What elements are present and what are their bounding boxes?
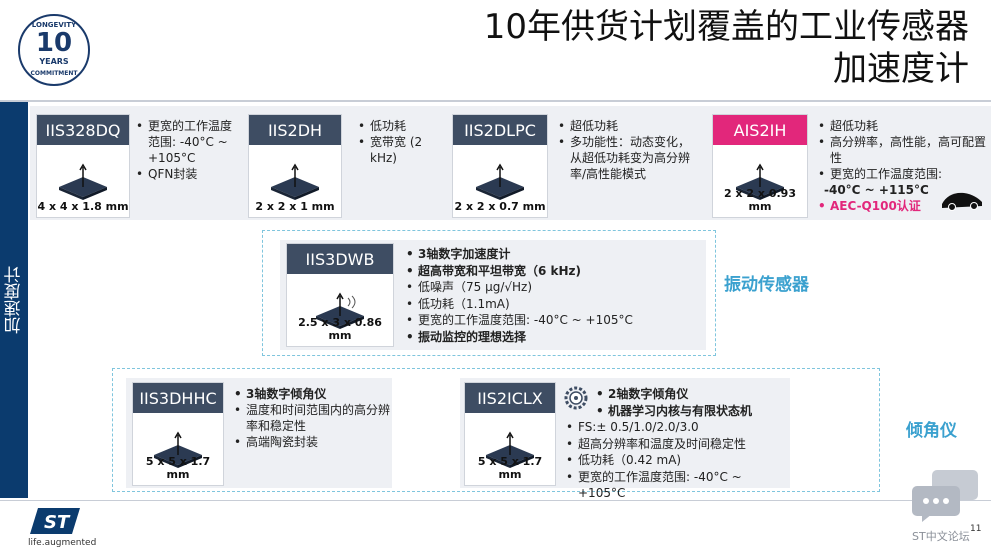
chip-icon [476,163,524,200]
feature-list-iis2dlpc: 超低功耗 多功能性：动态变化，从超低功耗变为高分辨率/高性能模式 [558,118,690,182]
sensor-card-iis2dh: IIS2DH 2 x 2 x 1 mm [248,114,342,218]
feature-item: 低功耗（0.42 mA) [566,452,790,469]
feature-item: 振动监控的理想选择 [406,329,702,346]
feature-item: 更宽的工作温度范围: -40°C ~ +105°C [136,118,240,166]
sensor-name: IIS2DH [249,115,341,145]
feature-item: 温度和时间范围内的高分辨率和稳定性 [234,402,390,434]
feature-item: FS:± 0.5/1.0/2.0/3.0 [566,419,790,436]
feature-item: 低功耗 [358,118,438,134]
inclinometer-section [112,368,880,492]
sensor-name: IIS2ICLX [465,383,555,413]
sensor-dimensions: 2 x 2 x 1 mm [255,200,335,213]
svg-text:ST: ST [44,512,71,533]
chat-bubble-icon [912,470,978,522]
feature-item: 宽带宽 (2 kHz) [358,134,438,166]
feature-item: 超高分辨率和温度及时间稳定性 [566,436,790,453]
forum-watermark: ST中文论坛 [912,530,970,543]
chip-icon [736,163,784,200]
feature-item: 低噪声（75 µg/√Hz) [406,279,702,296]
sensor-card-iis328dq: IIS328DQ 4 x 4 x 1.8 mm [36,114,130,218]
sensor-name: IIS2DLPC [453,115,547,145]
sensor-name: IIS3DHHC [133,383,223,413]
sensor-name: IIS328DQ [37,115,129,145]
sensor-name: AIS2IH [713,115,807,145]
logo-top-text: LONGEVITY [31,21,77,29]
feature-item: -40°C ~ +115°C [824,183,929,197]
title-line-1: 10年供货计划覆盖的工业传感器 [483,7,969,47]
feature-item: 机器学习内核与有限状态机 [596,403,790,420]
side-band [0,102,28,498]
feature-item: 超低功耗 [558,118,690,134]
sensor-dimensions: 5 x 5 x 1.7 mm [145,455,211,481]
sensor-card-ais2ih: AIS2IH 2 x 2 x 0.93 mm [712,114,808,218]
page-title: 10年供货计划覆盖的工业传感器 加速度计 [484,6,969,90]
feature-list-iis3dwb: 3轴数字加速度计 超高带宽和平坦带宽（6 kHz) 低噪声（75 µg/√Hz)… [406,246,702,345]
logo-mid-text: YEARS [39,57,69,66]
logo-bottom-text: COMMITMENT [30,70,78,77]
feature-item: 3轴数字加速度计 [406,246,702,263]
feature-list-iis2iclx: 2轴数字倾角仪 机器学习内核与有限状态机 FS:± 0.5/1.0/2.0/3.… [566,386,790,502]
st-logo: ST [30,508,80,534]
feature-item: AEC-Q100认证 [818,198,988,214]
chip-icon [271,163,319,200]
feature-list-iis328dq: 更宽的工作温度范围: -40°C ~ +105°C QFN封装 [136,118,240,182]
footer-divider [0,500,991,501]
sensor-dimensions: 2 x 2 x 0.7 mm [454,200,546,213]
feature-item: 多功能性：动态变化，从超低功耗变为高分辨率/高性能模式 [558,134,690,182]
feature-item: 高分辨率，高性能，高可配置性 [818,134,988,166]
sensor-dimensions: 4 x 4 x 1.8 mm [37,200,129,213]
chip-icon [154,431,202,468]
sensor-card-iis2dlpc: IIS2DLPC 2 x 2 x 0.7 mm [452,114,548,218]
feature-item: 低功耗（1.1mA) [406,296,702,313]
chip-icon [316,292,364,329]
feature-item: 超高带宽和平坦带宽（6 kHz) [406,263,702,280]
sensor-name: IIS3DWB [287,244,393,274]
feature-item: 高端陶瓷封装 [234,434,390,450]
feature-item: 超低功耗 [818,118,988,134]
longevity-logo: LONGEVITY 10 YEARS COMMITMENT [18,14,90,86]
inclinometer-label: 倾角仪 [906,421,957,441]
title-line-2: 加速度计 [833,49,969,89]
vibration-section [262,230,716,356]
footer-tagline: life.augmented [28,538,97,548]
header-divider [0,100,991,102]
feature-list-iis3dhhc: 3轴数字倾角仪 温度和时间范围内的高分辨率和稳定性 高端陶瓷封装 [234,386,390,450]
side-label: 加速度计 [4,266,25,334]
logo-number: 10 [35,28,73,58]
feature-list-iis2dh: 低功耗 宽带宽 (2 kHz) [358,118,438,166]
sensor-dimensions: 5 x 5 x 1.7 mm [477,455,543,481]
sensor-dimensions: 2.5 x 3 x 0.86 mm [298,316,382,342]
feature-list-ais2ih: 超低功耗 高分辨率，高性能，高可配置性 更宽的工作温度范围: -40°C ~ +… [818,118,988,214]
feature-item: 更宽的工作温度范围: -40°C ~ +105°C [406,312,702,329]
chip-icon [486,431,534,468]
sensor-card-iis3dhhc: IIS3DHHC 5 x 5 x 1.7 mm [132,382,224,486]
sensor-card-iis3dwb: IIS3DWB 2.5 x 3 x 0.86 mm [286,243,394,347]
vibration-label: 振动传感器 [724,275,809,295]
page-number: 11 [970,524,982,534]
car-icon [942,192,982,211]
sensor-dimensions: 2 x 2 x 0.93 mm [724,187,796,213]
feature-item: 更宽的工作温度范围: -40°C ~ +105°C [566,469,790,502]
feature-item: 2轴数字倾角仪 [596,386,790,403]
sensor-card-iis2iclx: IIS2ICLX 5 x 5 x 1.7 mm [464,382,556,486]
feature-item: 更宽的工作温度范围: [818,166,988,182]
gear-brain-icon [564,386,588,410]
feature-item: QFN封装 [136,166,240,182]
chip-icon [59,163,107,200]
feature-item: 3轴数字倾角仪 [234,386,390,402]
